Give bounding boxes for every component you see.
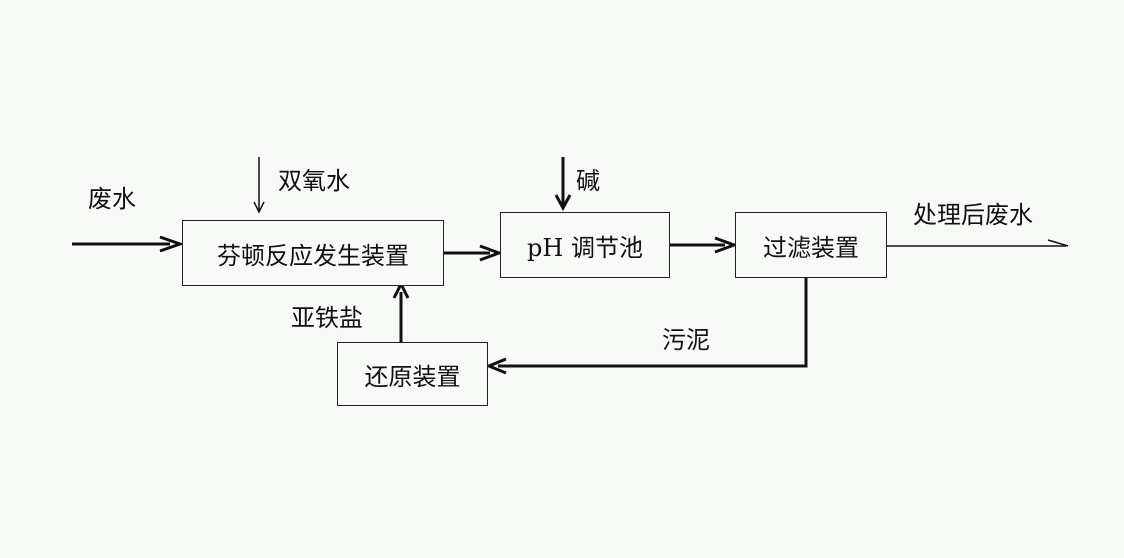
arrow-ph-to-filter [670, 236, 739, 254]
filter-label: 过滤装置 [763, 233, 859, 262]
arrow-wastewater-in [72, 235, 185, 253]
fenton-reactor-box: 芬顿反应发生装置 [182, 220, 444, 286]
arrow-fenton-to-ph [444, 244, 504, 262]
alkali-label: 碱 [576, 167, 600, 195]
fenton-reactor-label: 芬顿反应发生装置 [217, 241, 409, 270]
filter-box: 过滤装置 [735, 212, 887, 278]
hydrogen-peroxide-label: 双氧水 [278, 167, 350, 195]
arrow-treated-water [887, 239, 1069, 247]
arrow-ferrous-salt [392, 280, 410, 342]
ph-tank-label: pH 调节池 [527, 233, 643, 262]
treated-water-label: 处理后废水 [913, 201, 1033, 229]
reduction-box: 还原装置 [337, 342, 488, 406]
arrow-hydrogen-peroxide [253, 157, 265, 214]
reduction-label: 还原装置 [364, 362, 461, 391]
arrow-alkali [554, 157, 572, 212]
ferrous-salt-label: 亚铁盐 [291, 304, 363, 332]
sludge-label: 污泥 [662, 326, 710, 354]
ph-tank-box: pH 调节池 [500, 212, 670, 278]
wastewater-in-label: 废水 [88, 185, 136, 213]
arrow-sludge-return [485, 278, 808, 375]
